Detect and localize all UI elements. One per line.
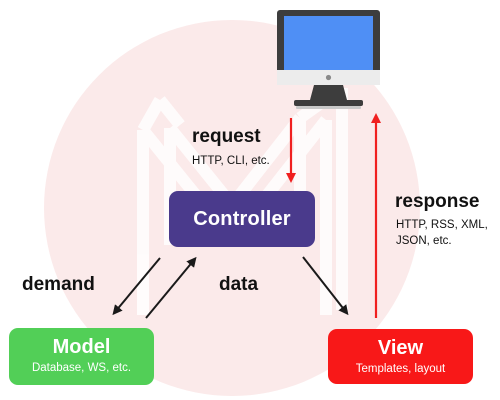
request-detail: HTTP, CLI, etc. (192, 155, 270, 167)
response-detail-line-2: JSON, etc. (396, 235, 452, 247)
response-detail-line-1: HTTP, RSS, XML, (396, 219, 488, 231)
model-to-controller-arrow (145, 256, 197, 319)
demand-label: demand (22, 274, 95, 295)
controller-title: Controller (193, 208, 291, 230)
response-label: response (395, 191, 480, 212)
demand-arrow (112, 257, 161, 316)
model-title: Model (52, 336, 111, 358)
view-box: View Templates, layout (328, 329, 473, 384)
view-subtitle: Templates, layout (355, 363, 446, 375)
controller-box: Controller (169, 191, 315, 247)
model-subtitle: Database, WS, etc. (31, 362, 132, 374)
response-detail: HTTP, RSS, XML, JSON, etc. (396, 217, 488, 249)
view-title: View (377, 337, 424, 359)
data-arrow (302, 256, 349, 316)
request-label: request (192, 126, 261, 147)
data-label: data (219, 274, 259, 295)
model-box: Model Database, WS, etc. (9, 328, 154, 385)
